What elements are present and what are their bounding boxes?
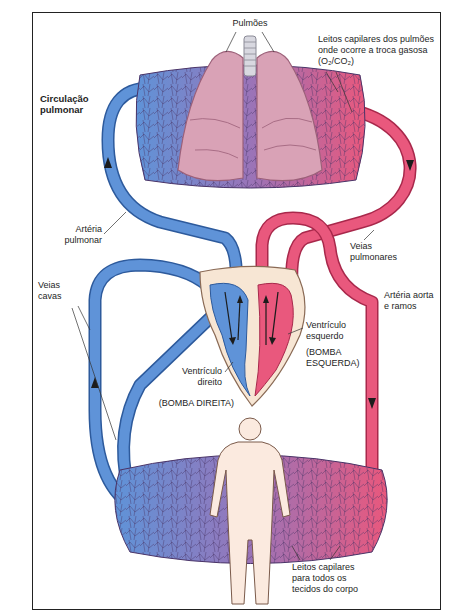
part-label: Veias cavas bbox=[38, 280, 84, 302]
leader-line bbox=[78, 306, 90, 330]
heart-arrows bbox=[225, 292, 278, 345]
leader-lines bbox=[72, 32, 374, 560]
figure-head bbox=[239, 418, 261, 440]
flow-arrow bbox=[272, 292, 278, 340]
part-label: Ventrículo esquerdo bbox=[306, 320, 364, 342]
leader-line bbox=[262, 32, 274, 52]
leader-line bbox=[226, 32, 236, 52]
part-label: Leitos capilares dos pulmões onde ocorre… bbox=[318, 34, 436, 66]
leader-line bbox=[330, 546, 340, 560]
left-ventricle bbox=[255, 283, 293, 396]
part-label: Veias pulmonares bbox=[350, 241, 410, 263]
leader-line bbox=[292, 546, 300, 560]
part-label: Ventrículo direito bbox=[160, 366, 222, 388]
part-label: Pulmões bbox=[222, 18, 278, 29]
part-label: Artéria aorta e ramos bbox=[384, 290, 438, 312]
human-figure bbox=[210, 442, 290, 604]
right-lung bbox=[257, 51, 322, 180]
lung-lobes bbox=[190, 118, 316, 158]
part-label: (BOMBA ESQUERDA) bbox=[306, 347, 364, 369]
flow-arrow bbox=[368, 398, 376, 409]
frame bbox=[33, 13, 441, 610]
flow-arrow bbox=[237, 295, 243, 303]
part-label: Leitos capilares para todos os tecidos d… bbox=[292, 562, 368, 594]
capillary-mesh bbox=[136, 65, 365, 188]
trachea-rings bbox=[244, 42, 256, 66]
flow-arrow bbox=[225, 292, 232, 340]
part-label: (BOMBA DIREITA) bbox=[146, 398, 234, 409]
leader-line bbox=[288, 328, 303, 334]
flow-arrow bbox=[263, 295, 269, 303]
leader-line bbox=[336, 72, 352, 112]
flow-arrow bbox=[265, 300, 266, 345]
flow-arrow bbox=[229, 337, 236, 345]
trachea bbox=[244, 36, 256, 76]
leader-line bbox=[104, 212, 126, 234]
section-heading: Circulação pulmonar bbox=[40, 93, 102, 116]
leader-line bbox=[72, 308, 116, 440]
flow-arrow bbox=[406, 160, 414, 171]
heart-arrowheads bbox=[229, 295, 276, 345]
lung-capillary-bed bbox=[136, 65, 365, 188]
leader-line bbox=[364, 230, 374, 240]
flow-arrow bbox=[238, 300, 240, 340]
leader-line bbox=[326, 72, 338, 92]
left-lung bbox=[178, 51, 243, 180]
part-label: Artéria pulmonar bbox=[44, 224, 102, 246]
flow-arrow bbox=[269, 337, 276, 345]
flow-arrows bbox=[91, 157, 414, 409]
flow-arrow bbox=[104, 157, 112, 168]
leader-line bbox=[225, 362, 233, 372]
